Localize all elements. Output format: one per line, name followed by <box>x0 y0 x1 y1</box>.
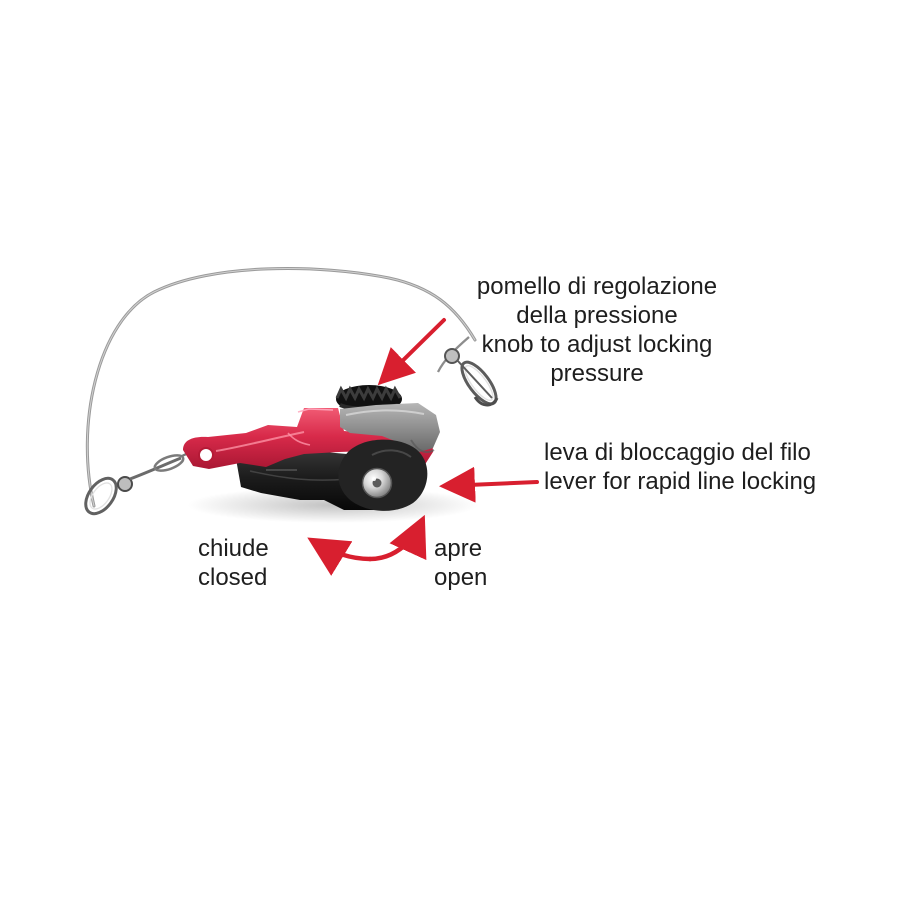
close-caption-line-2: closed <box>198 564 268 591</box>
knob-caption-line-3: knob to adjust locking <box>481 331 713 358</box>
knob-caption-line-4: pressure <box>550 360 644 387</box>
lever-caption-line-1: leva di bloccaggio del filo <box>544 439 811 466</box>
knob-caption-line-1: pomello di regolazione <box>476 273 718 300</box>
open-caption-line-1: apre <box>434 535 483 562</box>
line-release-clip <box>183 385 440 511</box>
metal-bolt-icon <box>361 467 393 499</box>
gray-housing <box>340 403 440 453</box>
knob-caption: pomello di regolazione della pressione k… <box>452 272 742 388</box>
knob-caption-line-2: della pressione <box>516 302 678 329</box>
close-caption-line-1: chiude <box>198 535 269 562</box>
lever-caption-line-2: lever for rapid line locking <box>544 468 817 495</box>
close-caption: chiude closed <box>198 534 308 592</box>
open-caption-line-2: open <box>434 564 488 591</box>
snap-swivel-icon <box>444 348 499 407</box>
knob-pointer-arrow-icon <box>377 318 446 386</box>
open-caption: apre open <box>434 534 524 592</box>
close-direction-arrow-icon <box>307 537 373 576</box>
locking-lever-icon <box>183 408 433 471</box>
lever-pointer-arrow-icon <box>439 466 539 503</box>
snap-swivel-icon <box>84 446 203 516</box>
open-direction-arrow-icon <box>367 514 427 562</box>
lever-caption: leva di bloccaggio del filo lever for ra… <box>544 438 844 496</box>
